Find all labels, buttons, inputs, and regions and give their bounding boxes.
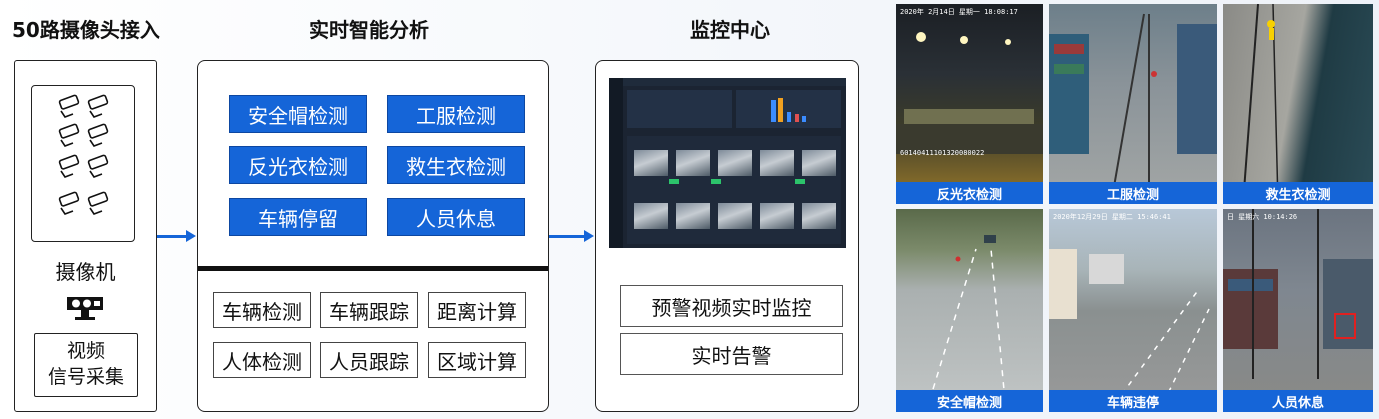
photo-helmet: 安全帽检测 <box>896 209 1043 412</box>
camera-input-panel: 摄像机 视频 信号采集 <box>14 60 157 412</box>
workwear-detection-box: 工服检测 <box>387 95 525 133</box>
photo-reflective-vest: 2020年 2月14日 星期一 18:08:17 601404111013200… <box>896 4 1043 204</box>
photo-caption: 救生衣检测 <box>1223 182 1373 204</box>
photo-vehicle-violation: 2020年12月29日 星期二 15:46:41 车辆违停 <box>1049 209 1217 412</box>
photo-workwear: 工服检测 <box>1049 4 1217 204</box>
video-capture-device-icon <box>67 297 103 320</box>
monitor-panel: 预警视频实时监控 实时告警 <box>595 60 859 412</box>
realtime-alarm-button[interactable]: 实时告警 <box>620 333 843 375</box>
photo-overlay-id: 60140411101320080022 <box>900 149 985 157</box>
photo-caption: 安全帽检测 <box>896 390 1043 412</box>
analysis-panel: 安全帽检测 工服检测 反光衣检测 救生衣检测 车辆停留 人员休息 车辆检测 车辆… <box>197 60 549 412</box>
photo-caption: 反光衣检测 <box>896 182 1043 204</box>
human-detection-box: 人体检测 <box>213 342 311 378</box>
photo-caption: 人员休息 <box>1223 390 1373 412</box>
person-tracking-box: 人员跟踪 <box>320 342 418 378</box>
dashboard-screenshot <box>609 78 846 248</box>
personnel-rest-box: 人员休息 <box>387 198 525 236</box>
vehicle-tracking-box: 车辆跟踪 <box>320 292 418 328</box>
alert-video-monitor-button[interactable]: 预警视频实时监控 <box>620 285 843 327</box>
video-capture-box: 视频 信号采集 <box>34 333 138 397</box>
vehicle-detection-box: 车辆检测 <box>213 292 311 328</box>
helmet-detection-box: 安全帽检测 <box>229 95 367 133</box>
heading-monitor-center: 监控中心 <box>690 18 770 42</box>
photo-timestamp: 日 星期六 10:14:26 <box>1227 213 1298 221</box>
heading-camera-input: 50路摄像头接入 <box>12 18 160 42</box>
photo-timestamp: 2020年 2月14日 星期一 18:08:17 <box>900 8 1018 16</box>
signal-capture-label: 信号采集 <box>47 366 124 388</box>
photo-caption: 车辆违停 <box>1049 390 1217 412</box>
photo-lifejacket: 救生衣检测 <box>1223 4 1373 204</box>
photo-personnel-rest: 日 星期六 10:14:26 人员休息 <box>1223 209 1373 412</box>
lifejacket-detection-box: 救生衣检测 <box>387 146 525 184</box>
vehicle-stay-box: 车辆停留 <box>229 198 367 236</box>
cctv-camera-icon <box>58 94 109 215</box>
area-calc-box: 区域计算 <box>428 342 526 378</box>
heading-realtime-analysis: 实时智能分析 <box>309 18 429 42</box>
flow-arrow-analysis-to-monitor <box>549 230 594 242</box>
photo-timestamp: 2020年12月29日 星期二 15:46:41 <box>1053 213 1171 221</box>
camera-group-box <box>31 85 135 242</box>
photo-caption: 工服检测 <box>1049 182 1217 204</box>
reflective-vest-detection-box: 反光衣检测 <box>229 146 367 184</box>
camera-label: 摄像机 <box>55 260 116 284</box>
analysis-divider <box>198 266 548 271</box>
video-label: 视频 <box>66 340 105 362</box>
flow-arrow-input-to-analysis <box>157 230 196 242</box>
distance-calc-box: 距离计算 <box>428 292 526 328</box>
